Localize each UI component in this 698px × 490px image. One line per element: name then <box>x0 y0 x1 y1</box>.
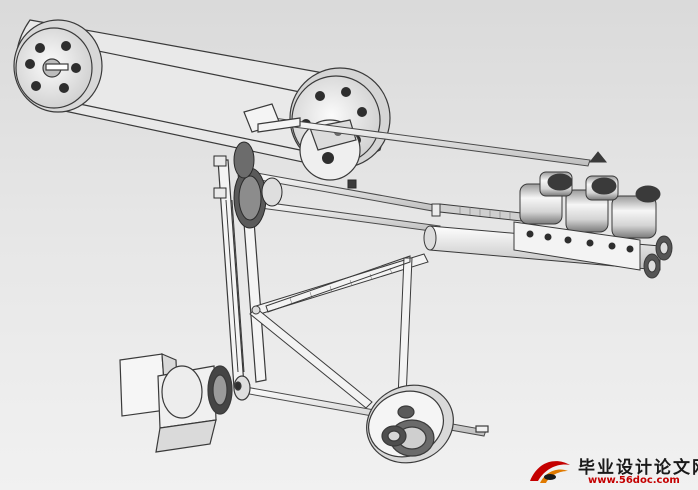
threaded-rod <box>439 203 531 223</box>
bottom-disk <box>366 384 489 464</box>
watermark-logo-icon <box>530 461 570 483</box>
watermark-url: www.56doc.com <box>588 475 680 486</box>
roller-gears <box>547 151 661 203</box>
link-lower <box>265 255 411 313</box>
gearbox-cylinder <box>161 365 203 419</box>
watermark: 毕业设计论文网 www.56doc.com <box>526 453 698 487</box>
upper-bracket-2 <box>257 117 301 133</box>
roller-assembly <box>423 151 673 279</box>
linkage-arms <box>249 253 429 409</box>
motor-gearbox <box>119 353 251 453</box>
base-plate-holes <box>526 230 634 253</box>
watermark-title: 毕业设计论文网 <box>578 458 698 478</box>
middle-gear-stack <box>213 141 357 229</box>
roller-base-plate <box>513 221 641 271</box>
left-pulley-holes <box>25 41 81 93</box>
middle-gear-small <box>233 141 255 179</box>
roller-3 <box>611 195 657 239</box>
upper-belt-drive <box>13 19 391 181</box>
link-vertical <box>397 257 413 399</box>
lower-belt <box>225 199 245 373</box>
